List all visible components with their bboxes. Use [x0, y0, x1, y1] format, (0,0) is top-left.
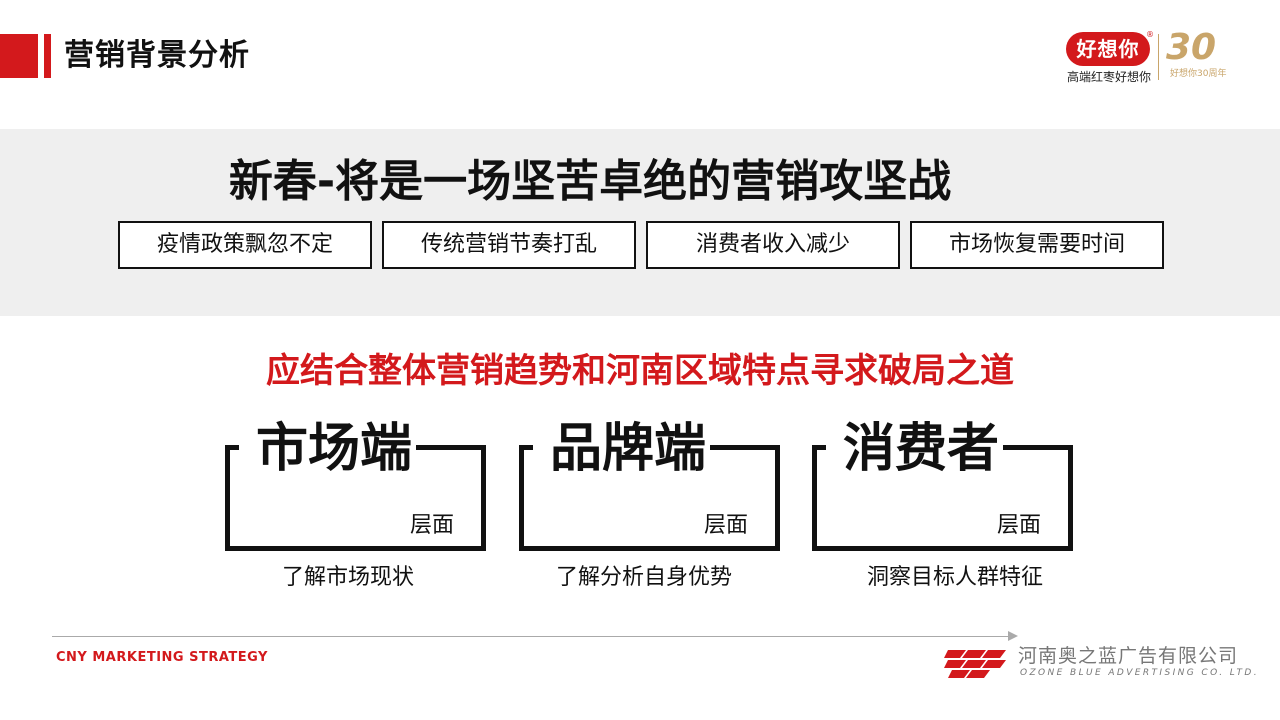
pillar-corner [519, 445, 533, 450]
pillar-corner [706, 445, 779, 450]
anniversary-number: 30 [1166, 27, 1217, 68]
footer-arrow-icon [1008, 631, 1018, 641]
pillar-level: 层面 [704, 513, 749, 538]
header-accent-line [44, 34, 51, 78]
footer-label: CNY MARKETING STRATEGY [56, 650, 268, 665]
header-accent-bar [0, 34, 38, 78]
registered-mark: ® [1146, 30, 1154, 39]
pillar-corner [999, 445, 1072, 450]
pillar-title-market: 市场端 [252, 414, 417, 484]
pillar-title-brand: 品牌端 [546, 414, 711, 484]
pillar-frame-market [225, 445, 486, 551]
pillar-corner [412, 445, 485, 450]
page-title: 营销背景分析 [64, 38, 250, 73]
agency-name-cn: 河南奥之蓝广告有限公司 [1018, 645, 1239, 667]
agency-name-en: OZONE BLUE ADVERTISING CO. LTD. [1020, 668, 1260, 678]
brand-logo: 好想你 [1066, 32, 1150, 66]
brand-slogan: 高端红枣好想你 [1066, 70, 1151, 84]
pillar-desc-consumer: 洞察目标人群特征 [866, 565, 1043, 590]
strategy-subtitle: 应结合整体营销趋势和河南区域特点寻求破局之道 [266, 351, 1014, 391]
reason-box-recovery: 市场恢复需要时间 [910, 221, 1164, 269]
anniversary-text: 好想你30周年 [1170, 69, 1227, 79]
reason-box-policy: 疫情政策飘忽不定 [118, 221, 372, 269]
pillar-desc-brand: 了解分析自身优势 [555, 565, 732, 590]
pillar-corner [812, 445, 826, 450]
logo-divider [1158, 34, 1159, 80]
pillar-level: 层面 [410, 513, 455, 538]
footer-line [52, 636, 1012, 637]
pillar-corner [225, 445, 239, 450]
pillar-level: 层面 [997, 513, 1042, 538]
reason-box-rhythm: 传统营销节奏打乱 [382, 221, 636, 269]
headline: 新春-将是一场坚苦卓绝的营销攻坚战 [228, 156, 952, 207]
pillar-frame-consumer [812, 445, 1073, 551]
reason-box-income: 消费者收入减少 [646, 221, 900, 269]
pillar-frame-brand [519, 445, 780, 551]
pillar-title-consumer: 消费者 [839, 414, 1004, 484]
pillar-desc-market: 了解市场现状 [281, 565, 414, 590]
agency-logo-icon [944, 650, 1006, 678]
